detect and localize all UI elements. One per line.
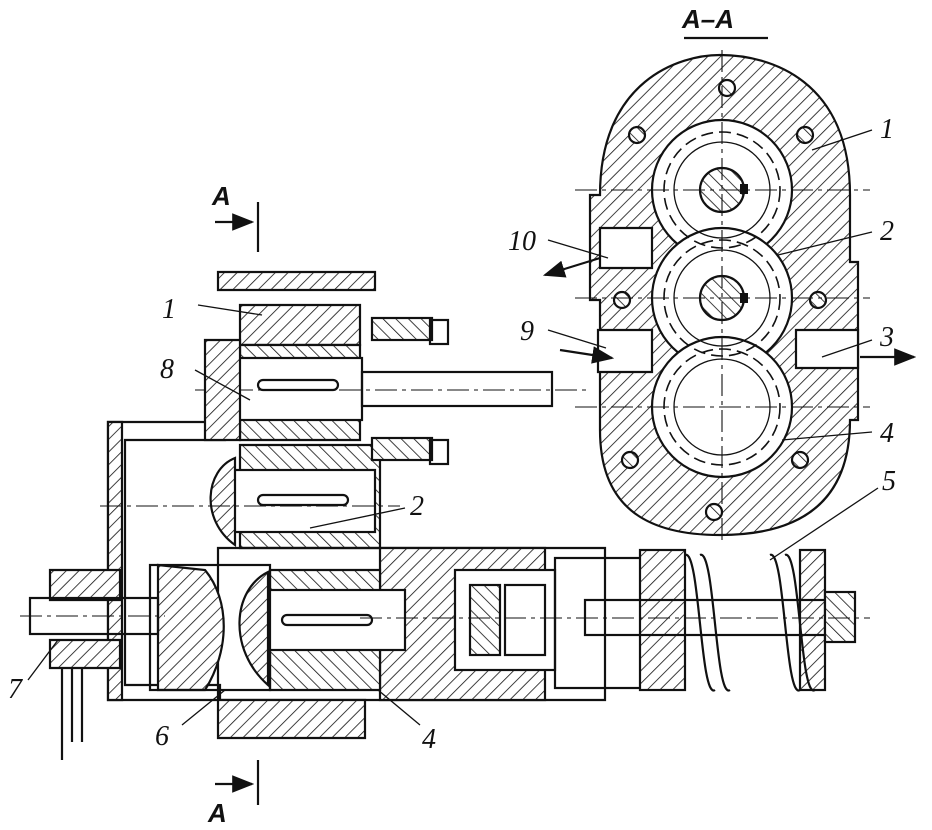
callout-side-2: 2 — [410, 491, 424, 522]
part-6-housing — [148, 563, 272, 692]
callout-section-10: 10 — [508, 226, 536, 257]
inlet-arrow-9 — [559, 346, 615, 364]
outlet-arrow-10 — [542, 256, 601, 278]
section-leaders — [547, 129, 873, 441]
drain-pipes — [60, 668, 84, 760]
top-cover — [216, 270, 377, 292]
callout-side-5: 5 — [882, 466, 896, 497]
port-9 — [596, 328, 654, 374]
section-title: A–A — [681, 4, 734, 34]
spring-housing — [553, 556, 647, 690]
shaft-4-housing — [263, 588, 407, 652]
housing-bolts — [612, 78, 828, 522]
key-middle — [740, 293, 748, 303]
callout-side-1: 1 — [162, 294, 176, 325]
valve-spool — [503, 583, 547, 657]
side-leaders — [27, 304, 879, 726]
bottom-cover — [216, 698, 367, 740]
spring-flange-left — [638, 548, 687, 692]
bearing-4-cutaway — [238, 570, 270, 688]
callout-section-1: 1 — [880, 114, 894, 145]
callout-side-7: 7 — [8, 674, 23, 705]
drive-shaft — [360, 370, 554, 408]
flange-bolts — [370, 316, 450, 466]
callout-section-2: 2 — [880, 216, 894, 247]
callout-side-4: 4 — [422, 724, 436, 755]
coupling-bottom — [48, 638, 122, 670]
gear-1 — [238, 303, 362, 347]
shaft-2-key — [256, 493, 350, 507]
frame-wall — [106, 420, 124, 702]
shaft-2-housing — [228, 468, 377, 534]
adjusting-nut — [823, 590, 857, 644]
port-3 — [794, 328, 860, 370]
section-view: A–A — [508, 4, 917, 540]
part-6-rotor — [156, 563, 225, 692]
key-top — [740, 184, 748, 194]
coupling-top — [48, 568, 122, 602]
valve-seat — [468, 583, 502, 657]
callout-section-9: 9 — [520, 316, 534, 347]
spring-flange-right — [798, 548, 827, 692]
callout-section-4: 4 — [880, 418, 894, 449]
section-mark-bottom: A — [207, 798, 227, 828]
side-view: A A — [8, 181, 896, 828]
bearing-2-cutaway — [209, 456, 237, 548]
bearing-cap-left — [203, 338, 242, 442]
spring-coils — [683, 553, 817, 692]
section-mark-top: A — [211, 181, 231, 211]
callout-side-8: 8 — [160, 354, 174, 385]
callout-section-3: 3 — [879, 322, 894, 353]
port-10 — [598, 226, 654, 270]
callout-side-6: 6 — [155, 721, 169, 752]
shaft-4-key — [280, 613, 374, 627]
